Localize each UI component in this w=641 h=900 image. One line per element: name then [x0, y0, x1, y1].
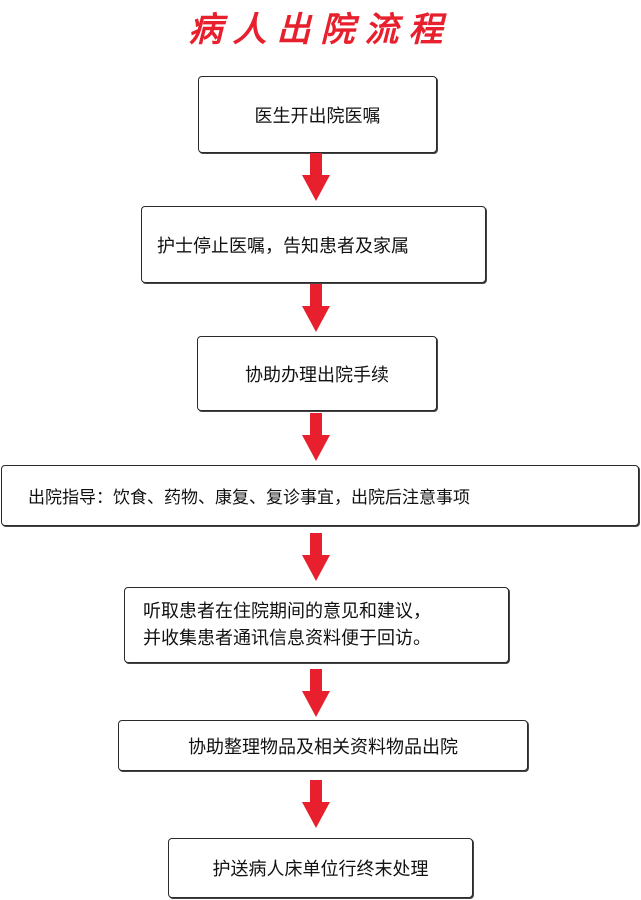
- step-6-box: 协助整理物品及相关资料物品出院: [118, 720, 528, 771]
- down-arrow-icon: [302, 413, 330, 461]
- down-arrow-icon: [302, 153, 330, 201]
- step-7-text: 护送病人床单位行终末处理: [212, 859, 429, 880]
- step-5-box: 听取患者在住院期间的意见和建议， 并收集患者通讯信息资料便于回访。: [124, 587, 509, 663]
- step-5-line-2: 并收集患者通讯信息资料便于回访。: [143, 628, 431, 649]
- step-3-box: 协助办理出院手续: [197, 336, 437, 411]
- step-1-box: 医生开出院医嘱: [198, 76, 437, 153]
- step-7-box: 护送病人床单位行终末处理: [168, 838, 473, 898]
- step-5-line-1: 听取患者在住院期间的意见和建议，: [143, 601, 431, 622]
- step-1-text: 医生开出院医嘱: [254, 105, 381, 127]
- step-4-box: 出院指导：饮食、药物、康复、复诊事宜，出院后注意事项: [1, 465, 639, 526]
- step-3-text: 协助办理出院手续: [245, 364, 389, 386]
- down-arrow-icon: [302, 669, 330, 717]
- down-arrow-icon: [302, 780, 330, 828]
- step-2-text: 护士停止医嘱，告知患者及家属: [157, 235, 409, 257]
- down-arrow-icon: [302, 284, 330, 332]
- diagram-title: 病人出院流程: [188, 10, 453, 50]
- down-arrow-icon: [302, 533, 330, 581]
- step-4-text: 出院指导：饮食、药物、康复、复诊事宜，出院后注意事项: [28, 488, 470, 508]
- step-2-box: 护士停止医嘱，告知患者及家属: [141, 206, 486, 283]
- step-6-text: 协助整理物品及相关资料物品出院: [188, 736, 458, 758]
